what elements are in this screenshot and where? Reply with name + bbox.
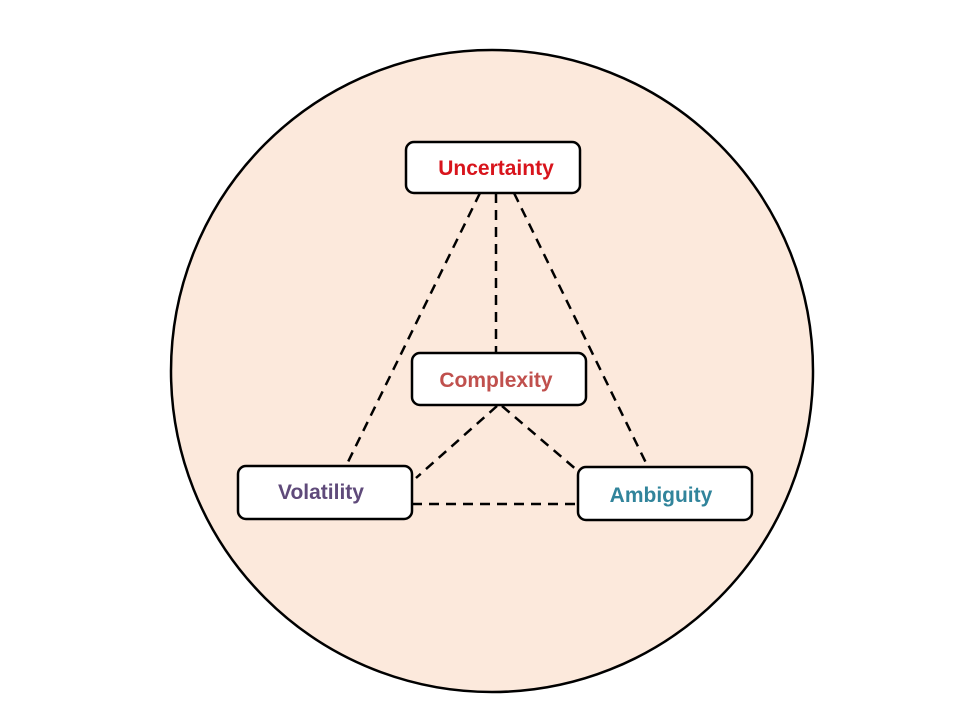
node-volatility-label: Volatility [278,481,364,504]
node-uncertainty-label: Uncertainty [438,157,554,180]
node-complexity-label: Complexity [439,369,553,392]
node-complexity: Complexity [410,351,588,407]
connector-complexity-volatility [415,405,498,479]
node-ambiguity: Ambiguity [576,465,754,522]
node-uncertainty: Uncertainty [404,140,582,195]
node-ambiguity-label: Ambiguity [610,484,713,507]
node-volatility: Volatility [236,464,414,521]
